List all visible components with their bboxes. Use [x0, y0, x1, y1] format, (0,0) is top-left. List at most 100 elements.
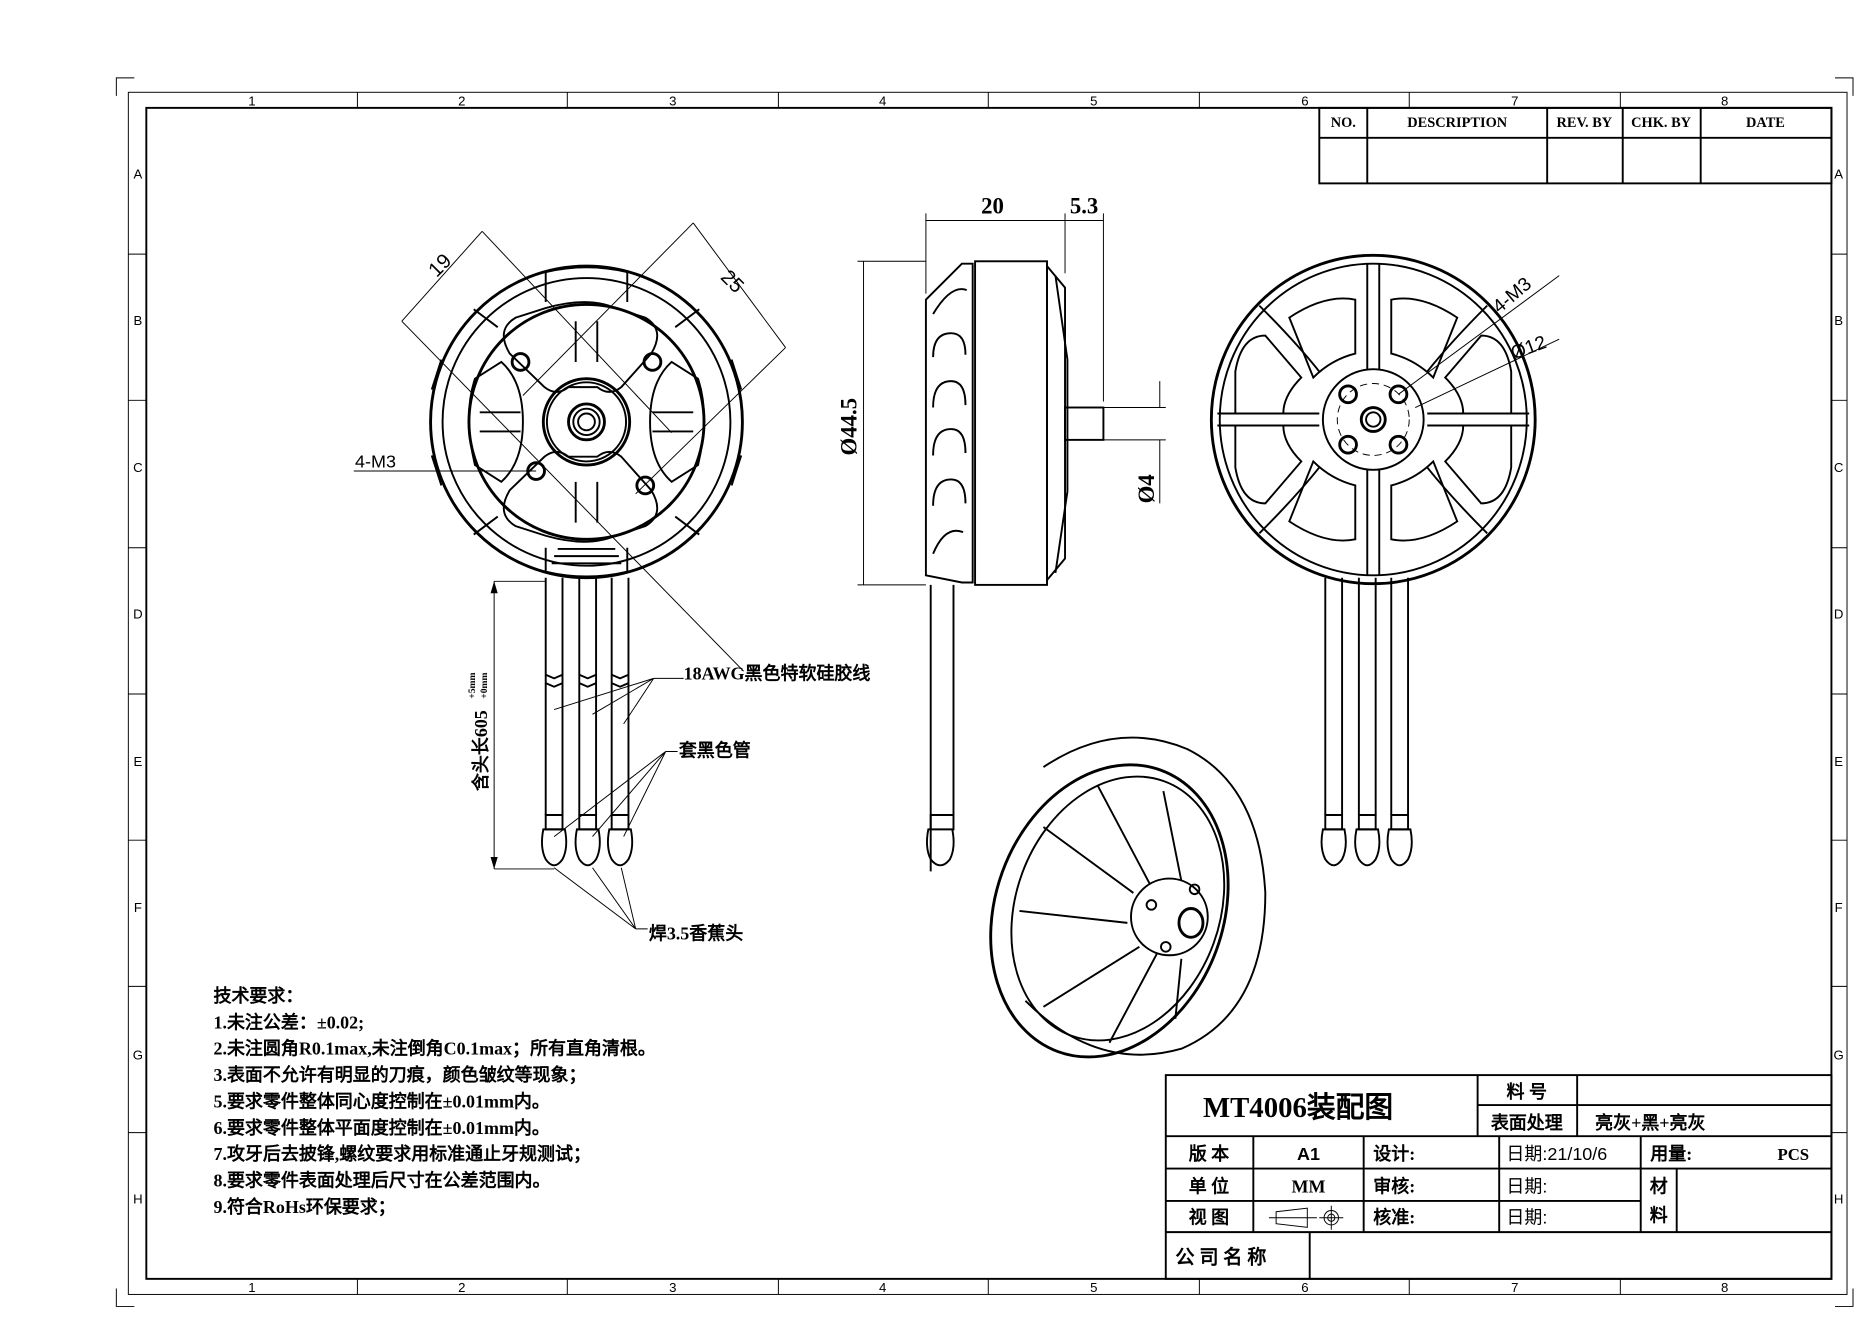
front-dimension-lines	[353, 222, 786, 672]
tech-requirement-item: 2.未注圆角R0.1max,未注倒角C0.1max；所有直角清根。	[213, 1038, 655, 1059]
zone-column-labels-top: 1 2 3 4 5 6 7 8	[248, 93, 1728, 108]
view-label: 视 图	[1189, 1207, 1229, 1228]
zone-col-5: 5	[1090, 93, 1097, 108]
zone-row-D: D	[133, 606, 143, 621]
unit-value: MM	[1292, 1177, 1326, 1197]
review-label: 审核:	[1373, 1176, 1415, 1197]
motor-isometric-view	[989, 736, 1267, 1059]
side-dimension-lines	[857, 213, 1166, 586]
zone-row-labels-right: A B C D E F G H	[1833, 167, 1843, 1207]
part-no-label: 料 号	[1507, 1081, 1547, 1102]
dim-5-3: 5.3	[1070, 193, 1098, 218]
zone-row-F: F	[134, 900, 142, 915]
dim-shaft-diameter-4: Ø4	[1134, 474, 1159, 503]
approve-date: 日期:	[1506, 1208, 1547, 1228]
tech-requirement-item: 9.符合RoHs环保要求；	[213, 1196, 395, 1217]
zone-dividers	[128, 92, 1848, 1295]
zone-row-B: B	[134, 313, 143, 328]
dim-4-m3-left: 4-M3	[355, 451, 396, 471]
design-label: 设计:	[1373, 1143, 1415, 1164]
motor-back-view: 4-M3 Ø12	[1209, 253, 1560, 867]
rev-header-rev-by: REV. BY	[1557, 115, 1613, 131]
surface-label: 表面处理	[1491, 1112, 1563, 1133]
zone-row-A: A	[134, 167, 143, 182]
dim-20: 20	[981, 193, 1004, 218]
tech-requirement-item: 5.要求零件整体同心度控制在±0.01mm内。	[213, 1090, 549, 1111]
tech-requirements-title: 技术要求：	[213, 985, 303, 1006]
design-date: 日期:21/10/6	[1506, 1144, 1607, 1164]
zone-row-E: E	[1834, 754, 1843, 769]
zone-row-H: H	[1834, 1191, 1844, 1206]
zone-row-labels-left: A B C D E F G H	[133, 167, 143, 1207]
zone-col-1: 1	[248, 1280, 255, 1295]
wire-harness-left: 含头长605 +5mm +0mm 18AWG黑色特软硅胶线 套黑色管 焊3.5香…	[467, 577, 871, 944]
callout-sleeve: 套黑色管	[679, 739, 751, 760]
zone-col-8: 8	[1721, 93, 1728, 108]
dim-wire-tol-lower: +0mm	[479, 673, 490, 699]
side-vents	[932, 288, 968, 555]
callout-wire: 18AWG黑色特软硅胶线	[684, 663, 871, 684]
tech-requirement-item: 8.要求零件表面处理后尺寸在公差范围内。	[213, 1170, 550, 1191]
back-mount-holes	[1338, 384, 1409, 455]
tech-requirement-item: 1.未注公差：±0.02;	[213, 1011, 364, 1032]
zone-row-F: F	[1835, 900, 1843, 915]
material-label-1: 材	[1650, 1176, 1668, 1197]
tech-requirement-item: 3.表面不允许有明显的刀痕，颜色皱纹等现象；	[213, 1064, 586, 1085]
zone-col-3: 3	[669, 93, 676, 108]
zone-row-H: H	[133, 1191, 143, 1206]
zone-col-2: 2	[458, 1280, 465, 1295]
zone-row-C: C	[133, 460, 143, 475]
revision-table: NO. DESCRIPTION REV. BY CHK. BY DATE	[1318, 106, 1833, 185]
zone-row-C: C	[1834, 460, 1844, 475]
dim-25: 25	[716, 266, 748, 298]
zone-col-4: 4	[879, 1280, 886, 1295]
title-block: MT4006装配图 料 号 表面处理 亮灰+黑+亮灰 版 本 A1 设计: 日期…	[1164, 1074, 1833, 1280]
technical-requirements: 技术要求： 1.未注公差：±0.02; 2.未注圆角R0.1max,未注倒角C0…	[213, 985, 655, 1217]
dim-wire-tol-upper: +5mm	[467, 673, 478, 699]
zone-row-D: D	[1834, 606, 1844, 621]
review-date: 日期:	[1506, 1177, 1547, 1197]
zone-col-4: 4	[879, 93, 886, 108]
drawing-frame: 1 2 3 4 5 6 7 8 1 2 3 4 5 6 7 8 A B C D …	[115, 77, 1854, 1307]
zone-row-E: E	[134, 754, 143, 769]
projection-symbol-icon	[1268, 1205, 1344, 1230]
qty-label: 用量:	[1650, 1143, 1692, 1164]
back-spokes	[1217, 263, 1530, 576]
unit-label: 单 位	[1189, 1176, 1229, 1197]
motor-side-view: 20 5.3 Ø44.5 Ø4	[836, 193, 1166, 872]
wire-harness-right	[1320, 577, 1413, 867]
zone-col-6: 6	[1301, 1280, 1308, 1295]
zone-row-G: G	[133, 1048, 143, 1063]
material-label-2: 料	[1650, 1204, 1668, 1225]
dim-19: 19	[425, 250, 457, 282]
leader-lines	[553, 677, 684, 930]
rev-header-date: DATE	[1746, 115, 1785, 131]
qty-unit: PCS	[1777, 1145, 1809, 1164]
company-name-label: 公 司 名 称	[1175, 1245, 1266, 1268]
callout-connector: 焊3.5香蕉头	[649, 924, 743, 944]
zone-row-G: G	[1833, 1048, 1843, 1063]
motor-front-view: 19 25 4-M3	[353, 222, 786, 672]
zone-column-labels-bottom: 1 2 3 4 5 6 7 8	[248, 1280, 1728, 1295]
rev-header-chk-by: CHK. BY	[1631, 115, 1692, 131]
dim-diameter-44-5: Ø44.5	[836, 398, 861, 456]
version-value: A1	[1297, 1144, 1320, 1164]
zone-row-B: B	[1834, 313, 1843, 328]
rev-header-no: NO.	[1331, 115, 1356, 131]
dim-4-m3-right: 4-M3	[1489, 274, 1536, 318]
mount-holes	[510, 352, 663, 496]
zone-col-8: 8	[1721, 1280, 1728, 1295]
version-label: 版 本	[1189, 1143, 1229, 1164]
zone-col-1: 1	[248, 93, 255, 108]
tech-requirement-item: 7.攻牙后去披锋,螺纹要求用标准通止牙规测试；	[213, 1143, 590, 1164]
zone-row-A: A	[1834, 167, 1843, 182]
zone-col-6: 6	[1301, 93, 1308, 108]
rev-header-description: DESCRIPTION	[1407, 115, 1507, 131]
outer-ribs	[430, 266, 743, 578]
surface-value: 亮灰+黑+亮灰	[1595, 1112, 1705, 1133]
zone-col-7: 7	[1511, 1280, 1518, 1295]
tech-requirement-item: 6.要求零件整体平面度控制在±0.01mm内。	[213, 1117, 549, 1138]
drawing-title: MT4006装配图	[1203, 1092, 1393, 1124]
zone-col-7: 7	[1511, 93, 1518, 108]
